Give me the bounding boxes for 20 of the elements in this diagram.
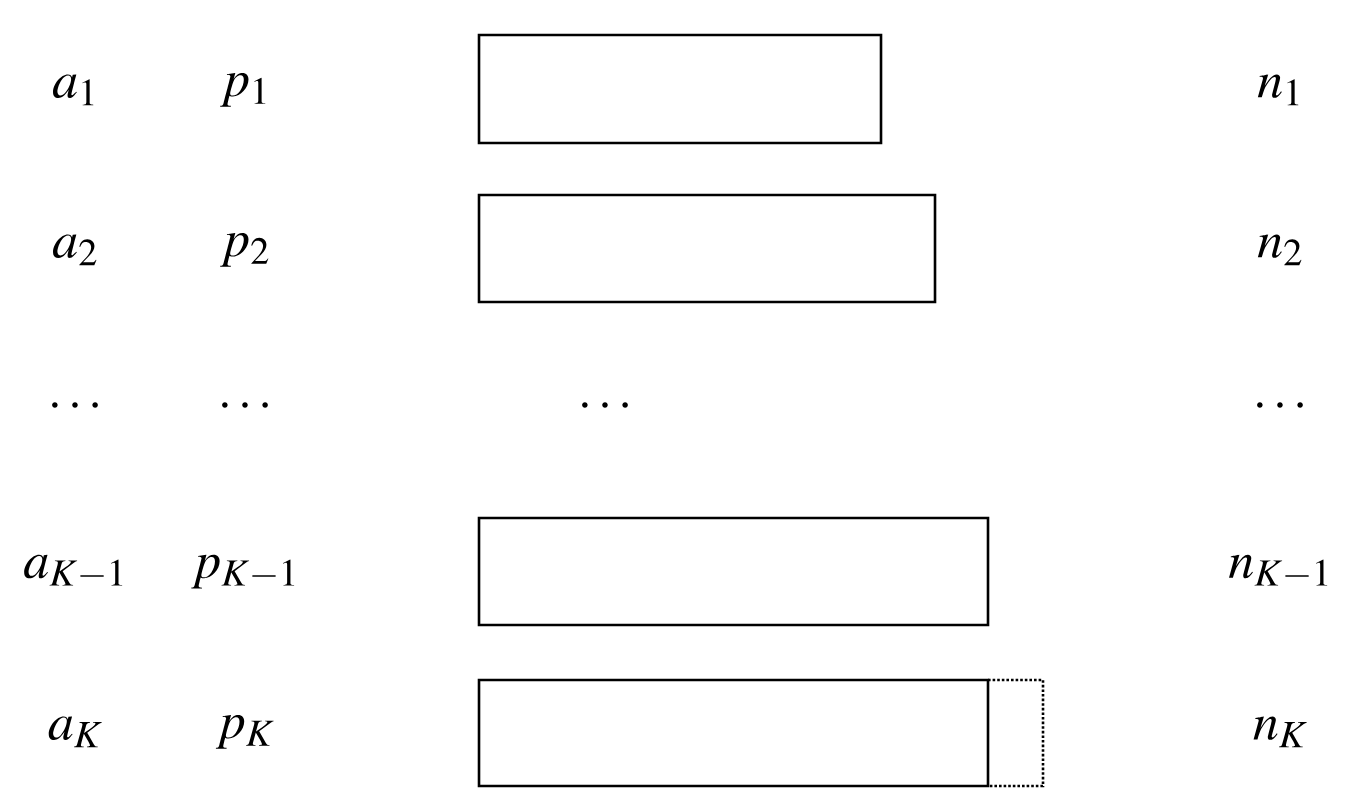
math-label: $p_{2}$ — [220, 233, 269, 267]
math-label: $p_{K}$ — [215, 715, 274, 749]
math-label: $\dots$ — [582, 402, 628, 408]
math-label: $p_{K-1}$ — [191, 554, 295, 589]
bar — [477, 516, 990, 627]
math-label: $n_{K-1}$ — [1229, 554, 1328, 586]
math-label: $\dots$ — [222, 402, 268, 408]
math-label: $n_{K}$ — [1253, 716, 1307, 748]
bar — [477, 193, 937, 304]
math-label: $a_{K}$ — [48, 716, 102, 748]
math-label: $a_{1}$ — [53, 74, 94, 106]
bar — [477, 678, 990, 788]
math-label: $p_{1}$ — [220, 73, 266, 107]
math-label: $a_{K-1}$ — [24, 554, 123, 586]
bar — [477, 33, 883, 145]
math-label: $\dots$ — [1257, 402, 1303, 408]
math-label: $a_{2}$ — [53, 234, 97, 266]
math-label: $\dots$ — [52, 402, 98, 408]
math-label: $n_{1}$ — [1257, 74, 1299, 106]
math-label: $n_{2}$ — [1257, 234, 1302, 266]
